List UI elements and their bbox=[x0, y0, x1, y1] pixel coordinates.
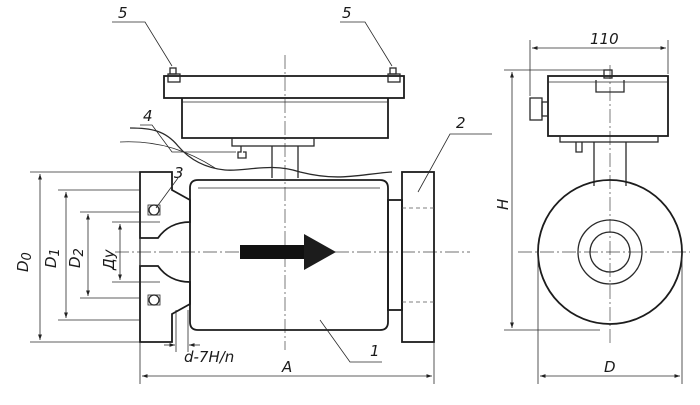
leader-2 bbox=[417, 133, 492, 193]
callout-3: 3 bbox=[174, 164, 184, 182]
dim-a-label: A bbox=[281, 358, 292, 376]
callout-4: 4 bbox=[143, 107, 153, 125]
side-housing bbox=[547, 75, 669, 137]
front-view bbox=[30, 21, 492, 384]
dim-h-label: H bbox=[494, 199, 512, 210]
side-cable-gland bbox=[529, 97, 543, 121]
sensor-body bbox=[189, 179, 389, 331]
leader-1 bbox=[319, 319, 382, 363]
dim-d2-label: D2 bbox=[66, 248, 87, 268]
callout-5a: 5 bbox=[118, 4, 128, 22]
leader-3 bbox=[155, 177, 179, 209]
cable-wire-2 bbox=[119, 141, 216, 169]
dim-du-label: Ду bbox=[100, 248, 118, 271]
dim-110-label: 110 bbox=[590, 30, 619, 48]
side-latch bbox=[595, 80, 625, 93]
dim-d-label: D bbox=[604, 358, 616, 376]
leader-5b bbox=[340, 21, 393, 67]
cable-wire bbox=[129, 127, 393, 178]
callout-5b: 5 bbox=[342, 4, 352, 22]
right-flange bbox=[387, 171, 435, 343]
converter-housing bbox=[163, 67, 405, 178]
leader-4 bbox=[140, 124, 236, 153]
callout-1: 1 bbox=[370, 342, 380, 360]
flow-arrow bbox=[240, 234, 336, 270]
leader-5a bbox=[112, 21, 173, 67]
dim-d0-label: D0 bbox=[14, 252, 35, 272]
side-view bbox=[504, 40, 690, 384]
dim-holes-label: d-7H/n bbox=[184, 348, 234, 366]
left-flange-section bbox=[139, 171, 191, 343]
callout-2: 2 bbox=[456, 114, 466, 132]
dim-d1-label: D1 bbox=[42, 248, 63, 268]
